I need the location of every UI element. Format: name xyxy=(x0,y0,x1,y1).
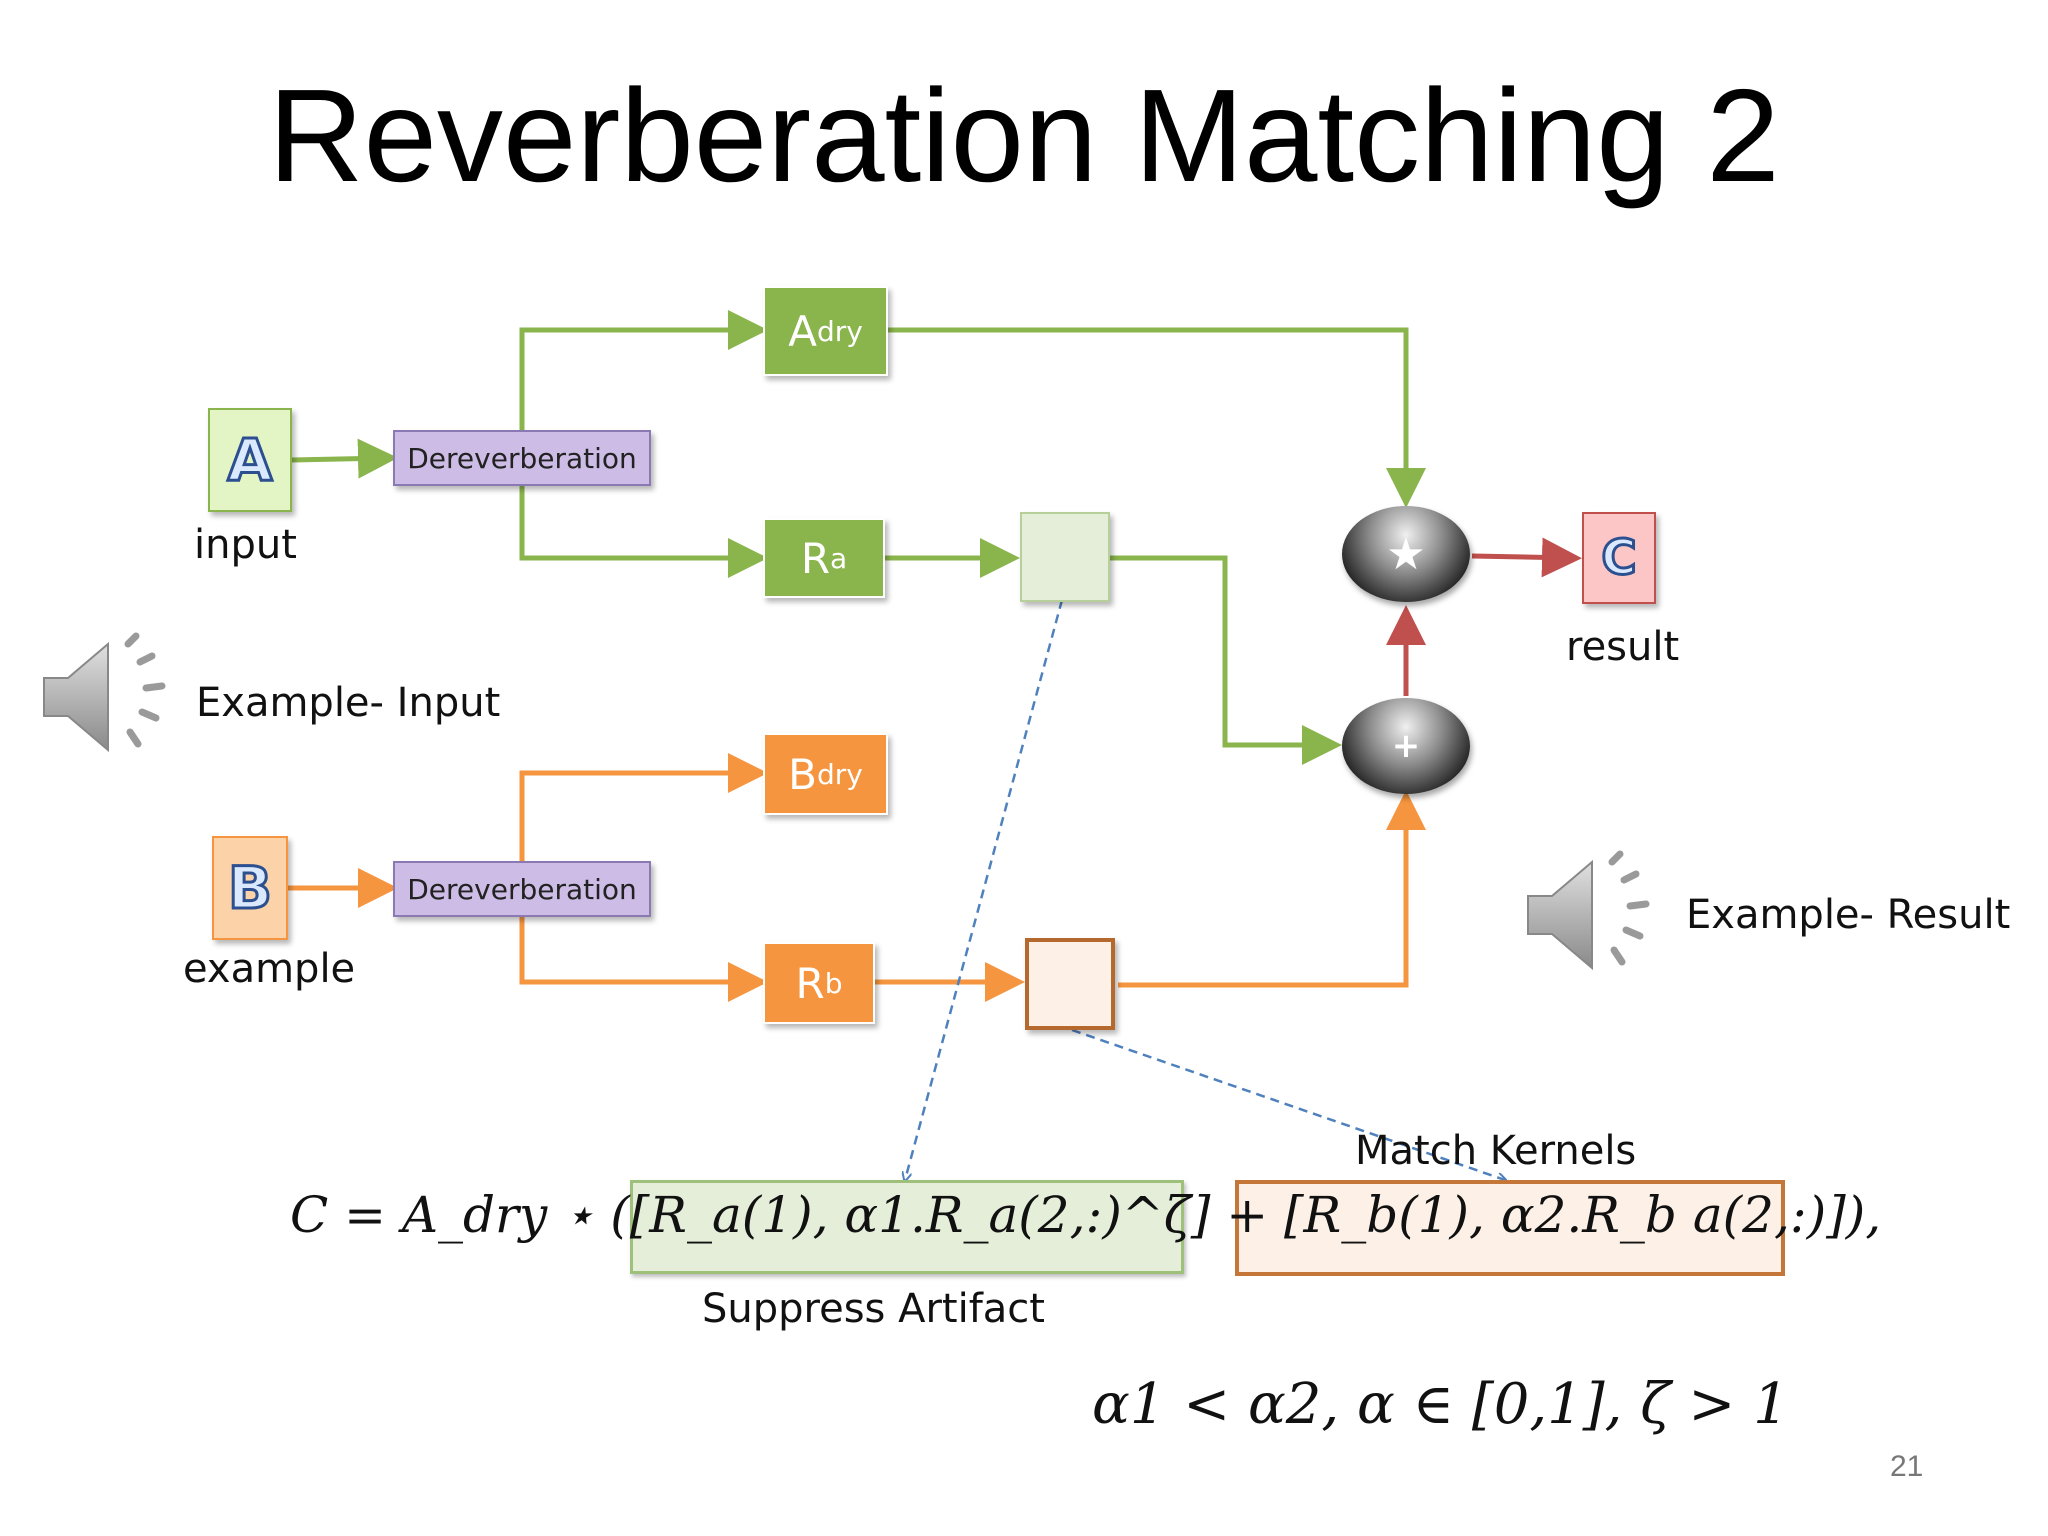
speaker-icon[interactable] xyxy=(1522,850,1662,980)
arrow-kernel-to-plus xyxy=(1110,555,1342,765)
match-kernels-label: Match Kernels xyxy=(1355,1128,1637,1174)
example-result-label: Example- Result xyxy=(1686,892,2011,938)
node-c-letter: C xyxy=(1600,529,1638,588)
node-a-letter: A xyxy=(226,425,274,496)
plus-symbol: + xyxy=(1391,726,1421,766)
arrow-to-ra xyxy=(519,486,768,578)
example-label: example xyxy=(183,946,356,992)
arrow-to-bdry xyxy=(519,753,768,866)
example-input-label: Example- Input xyxy=(196,680,501,726)
match-kernels-highlight xyxy=(1235,1180,1785,1276)
node-r-b-main: R xyxy=(795,958,825,1008)
sum-operator: + xyxy=(1342,698,1470,794)
node-r-a-main: R xyxy=(800,533,830,583)
node-a-dry-sub: dry xyxy=(816,314,863,348)
node-r-a-sub: a xyxy=(830,541,848,575)
kernel-box-green xyxy=(1020,512,1110,602)
dereverberation-top: Dereverberation xyxy=(393,430,651,486)
input-label: input xyxy=(194,522,297,568)
node-c: C xyxy=(1582,512,1656,604)
node-a: A xyxy=(208,408,292,512)
node-b: B xyxy=(212,836,288,940)
node-b-dry-sub: dry xyxy=(816,757,863,791)
page-number: 21 xyxy=(1890,1450,1924,1483)
dashed-arrow-match xyxy=(1071,1028,1505,1180)
constraints-formula: α1 < α2, α ∈ [0,1], ζ > 1 xyxy=(1092,1372,1789,1437)
node-b-dry-main: B xyxy=(788,749,817,799)
node-b-letter: B xyxy=(226,853,273,924)
convolve-operator: ★ xyxy=(1342,506,1470,602)
slide-title: Reverberation Matching 2 xyxy=(268,62,1780,209)
arrow-star-to-c xyxy=(1471,537,1582,578)
suppress-artifact-highlight xyxy=(630,1180,1184,1274)
kernel-box-orange xyxy=(1025,938,1115,1030)
dereverberation-bottom: Dereverberation xyxy=(393,861,651,917)
star-symbol: ★ xyxy=(1386,528,1426,580)
node-r-b-sub: b xyxy=(824,966,843,1000)
arrow-kernel-to-plus-b xyxy=(1118,790,1426,988)
arrow-adry-to-star xyxy=(888,327,1426,508)
node-a-dry-main: A xyxy=(788,306,817,356)
arrow-a-to-dereverb xyxy=(291,438,398,479)
arrow-to-rb xyxy=(519,912,768,1002)
suppress-artifact-label: Suppress Artifact xyxy=(702,1286,1045,1332)
arrow-to-adry xyxy=(519,310,768,440)
speaker-icon[interactable] xyxy=(38,632,178,762)
result-label: result xyxy=(1566,624,1680,670)
main-formula: C = A_dry ⋆ ([R_a(1), α1.R_a(2,:)^ζ] + [… xyxy=(290,1186,1882,1244)
dashed-arrow-suppress xyxy=(905,599,1064,1180)
